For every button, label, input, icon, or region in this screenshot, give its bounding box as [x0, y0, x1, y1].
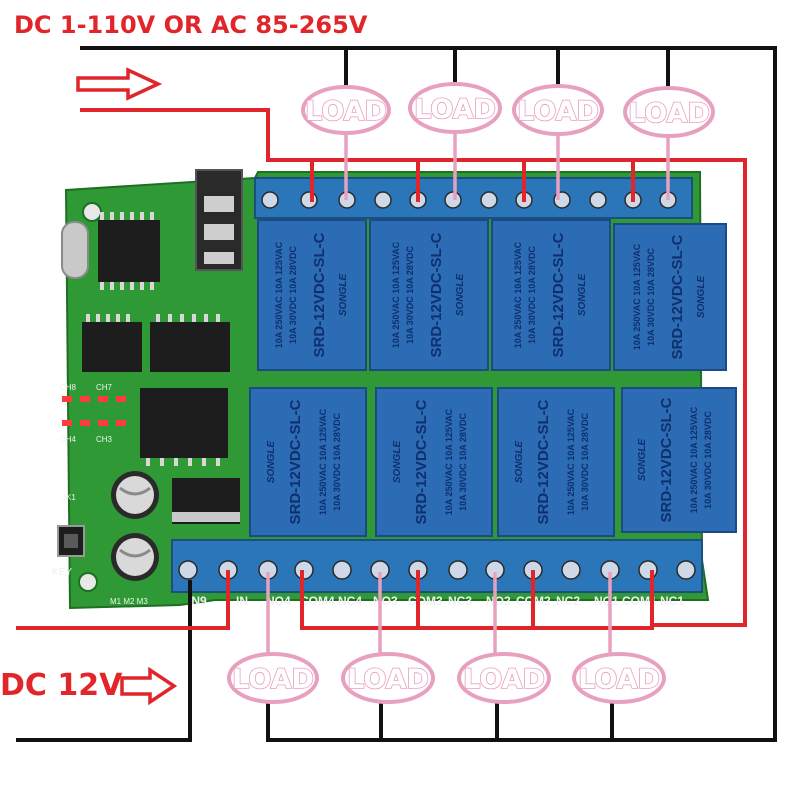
ic-chip	[150, 322, 230, 372]
load-top-1: LOAD	[301, 85, 391, 135]
mode-label: M1 M2 M3	[110, 597, 148, 606]
led-label: CH7	[96, 383, 113, 392]
top-terminal-strip	[254, 177, 693, 219]
svg-text:SRD-12VDC-SL-C: SRD-12VDC-SL-C	[413, 399, 430, 524]
relay-bottom-4: SONGLE SRD-12VDC-SL-C 10A 250VAC 10A 125…	[249, 387, 367, 537]
svg-text:LOAD: LOAD	[305, 96, 387, 127]
arrow-right-icon	[120, 666, 178, 706]
red-wiring	[16, 108, 747, 630]
svg-text:SONGLE: SONGLE	[392, 441, 403, 484]
svg-text:10A 250VAC 10A 125VAC: 10A 250VAC 10A 125VAC	[513, 241, 523, 348]
relay-top-1: 10A 250VAC 10A 125VAC 10A 30VDC 10A 28VD…	[613, 223, 727, 371]
relay-bottom-1: SONGLE SRD-12VDC-SL-C 10A 250VAC 10A 125…	[621, 387, 737, 533]
black-wiring	[16, 46, 777, 742]
svg-text:10A 30VDC 10A 28VDC: 10A 30VDC 10A 28VDC	[332, 413, 342, 511]
svg-text:10A 30VDC 10A 28VDC: 10A 30VDC 10A 28VDC	[527, 246, 537, 344]
capacitor	[111, 533, 159, 581]
svg-text:LOAD: LOAD	[414, 94, 496, 125]
svg-text:SONGLE: SONGLE	[696, 276, 707, 319]
terminal-label: IN	[236, 594, 248, 608]
svg-text:10A 30VDC 10A 28VDC: 10A 30VDC 10A 28VDC	[703, 411, 713, 509]
terminal-label: NC4	[338, 594, 362, 608]
mounting-hole	[82, 202, 102, 222]
svg-text:SONGLE: SONGLE	[338, 274, 349, 317]
svg-text:10A 250VAC 10A 125VAC: 10A 250VAC 10A 125VAC	[274, 241, 284, 348]
relay-bottom-2: SONGLE SRD-12VDC-SL-C 10A 250VAC 10A 125…	[497, 387, 615, 537]
led-label: CH3	[96, 435, 113, 444]
ac-dc-supply-label: DC 1-110V OR AC 85-265V	[14, 11, 368, 39]
load-bottom-1: LOAD	[227, 652, 319, 704]
svg-text:SRD-12VDC-SL-C: SRD-12VDC-SL-C	[550, 232, 567, 357]
svg-text:10A 30VDC 10A 28VDC: 10A 30VDC 10A 28VDC	[580, 413, 590, 511]
ic-chip	[98, 220, 160, 282]
terminal-label: NC3	[448, 594, 472, 608]
terminal-label: COM3	[408, 594, 443, 608]
dc-12v-supply-label: DC 12V	[0, 668, 123, 703]
arrow-right-icon	[76, 67, 163, 101]
svg-text:10A 30VDC 10A 28VDC: 10A 30VDC 10A 28VDC	[458, 413, 468, 511]
led-label: CH8	[60, 383, 77, 392]
jumper-label: JK1	[62, 493, 76, 502]
svg-text:LOAD: LOAD	[232, 664, 314, 695]
load-top-2: LOAD	[408, 82, 502, 134]
svg-text:LOAD: LOAD	[517, 96, 599, 127]
capacitor	[111, 471, 159, 519]
relay-top-3: 10A 250VAC 10A 125VAC 10A 30VDC 10A 28VD…	[369, 219, 489, 371]
svg-text:10A 250VAC 10A 125VAC: 10A 250VAC 10A 125VAC	[444, 408, 454, 515]
terminal-label: IN9	[188, 594, 207, 608]
svg-text:SONGLE: SONGLE	[637, 439, 648, 482]
relay-bottom-3: SONGLE SRD-12VDC-SL-C 10A 250VAC 10A 125…	[375, 387, 493, 537]
key-label: KEY	[52, 567, 72, 578]
led-label: CH4	[60, 435, 77, 444]
svg-text:LOAD: LOAD	[578, 664, 660, 695]
mounting-hole	[78, 572, 98, 592]
svg-text:10A 250VAC 10A 125VAC: 10A 250VAC 10A 125VAC	[689, 406, 699, 513]
load-bottom-3: LOAD	[457, 652, 551, 704]
svg-text:10A 30VDC 10A 28VDC: 10A 30VDC 10A 28VDC	[288, 246, 298, 344]
ic-chip	[82, 322, 142, 372]
terminal-label: NC2	[556, 594, 580, 608]
svg-text:10A 250VAC 10A 125VAC: 10A 250VAC 10A 125VAC	[391, 241, 401, 348]
svg-text:SRD-12VDC-SL-C: SRD-12VDC-SL-C	[428, 232, 445, 357]
svg-text:LOAD: LOAD	[347, 664, 429, 695]
svg-text:10A 250VAC 10A 125VAC: 10A 250VAC 10A 125VAC	[632, 243, 642, 350]
ic-chip	[140, 388, 228, 458]
svg-text:SRD-12VDC-SL-C: SRD-12VDC-SL-C	[311, 232, 328, 357]
terminal-label: NO3	[373, 594, 398, 608]
svg-text:10A 30VDC 10A 28VDC: 10A 30VDC 10A 28VDC	[405, 246, 415, 344]
load-bottom-4: LOAD	[572, 652, 666, 704]
svg-text:SRD-12VDC-SL-C: SRD-12VDC-SL-C	[535, 399, 552, 524]
svg-text:SONGLE: SONGLE	[455, 274, 466, 317]
svg-text:SRD-12VDC-SL-C: SRD-12VDC-SL-C	[658, 397, 675, 522]
indicator-leds	[62, 396, 126, 426]
load-bottom-2: LOAD	[341, 652, 435, 704]
load-lines	[266, 128, 670, 660]
svg-text:10A 250VAC 10A 125VAC: 10A 250VAC 10A 125VAC	[566, 408, 576, 515]
relay-top-4: 10A 250VAC 10A 125VAC 10A 30VDC 10A 28VD…	[257, 219, 367, 371]
terminal-label: NO1	[594, 594, 619, 608]
terminal-label: COM4	[300, 594, 335, 608]
svg-text:SONGLE: SONGLE	[266, 441, 277, 484]
relay-top-2: 10A 250VAC 10A 125VAC 10A 30VDC 10A 28VD…	[491, 219, 611, 371]
terminal-label: NC1	[660, 594, 684, 608]
load-top-3: LOAD	[512, 84, 604, 136]
terminal-label: COM1	[622, 594, 657, 608]
svg-text:LOAD: LOAD	[463, 664, 545, 695]
svg-text:LOAD: LOAD	[628, 98, 710, 129]
svg-text:10A 250VAC 10A 125VAC: 10A 250VAC 10A 125VAC	[318, 408, 328, 515]
svg-text:10A 30VDC 10A 28VDC: 10A 30VDC 10A 28VDC	[646, 248, 656, 346]
svg-text:SRD-12VDC-SL-C: SRD-12VDC-SL-C	[287, 399, 304, 524]
load-top-4: LOAD	[623, 86, 715, 138]
svg-text:SONGLE: SONGLE	[577, 274, 588, 317]
terminal-label: NO4	[266, 594, 291, 608]
terminal-label: NO2	[486, 594, 511, 608]
crystal-oscillator	[61, 221, 89, 279]
svg-text:SONGLE: SONGLE	[514, 441, 525, 484]
svg-text:SRD-12VDC-SL-C: SRD-12VDC-SL-C	[669, 234, 686, 359]
